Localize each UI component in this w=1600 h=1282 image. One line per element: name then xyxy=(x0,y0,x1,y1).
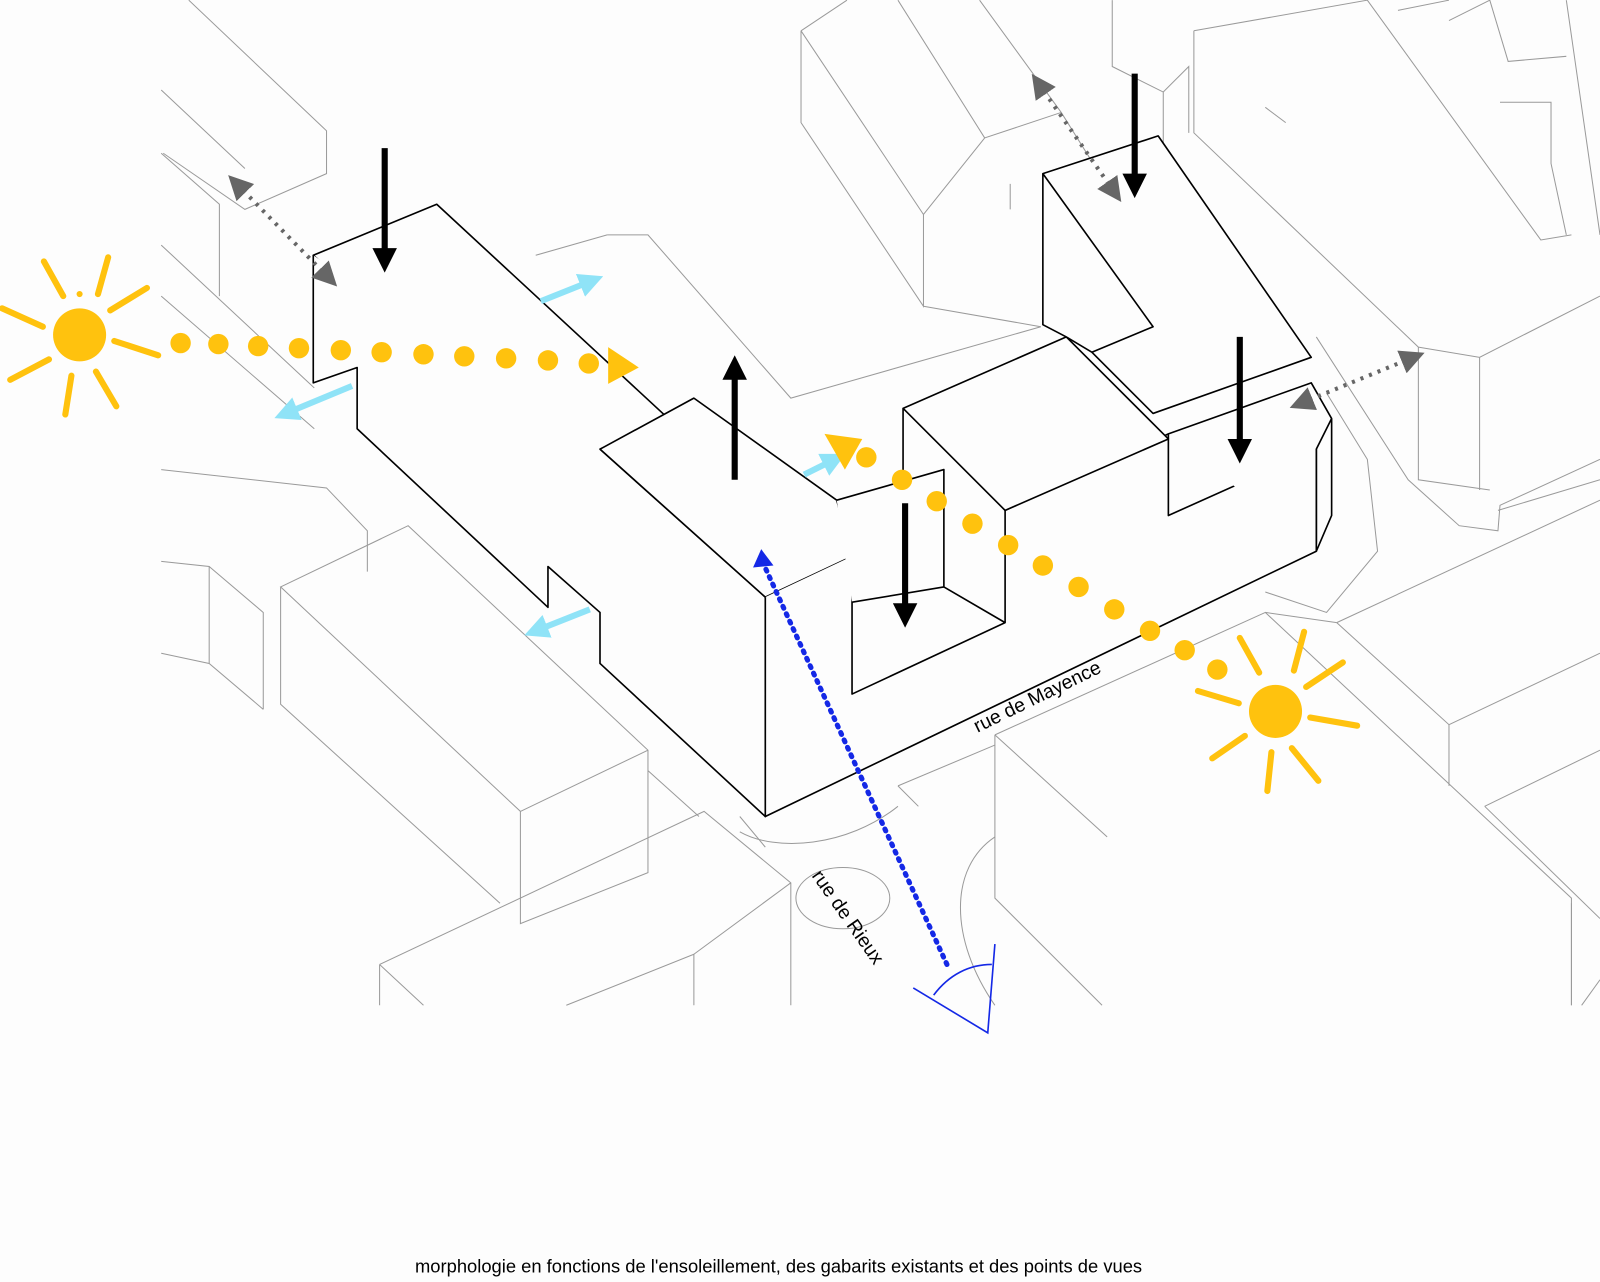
view-arrow-north xyxy=(1031,73,1122,203)
sun-path-west xyxy=(170,332,639,384)
proposed-building xyxy=(312,135,1333,818)
street-label-rieux: rue de Rieux xyxy=(807,866,888,969)
opening-arrows xyxy=(274,273,846,638)
eye-icon xyxy=(912,943,996,1035)
volume-arrows xyxy=(372,73,1253,628)
sun-icon xyxy=(1194,628,1361,795)
sun-icon xyxy=(0,254,162,418)
view-arrow-east xyxy=(1289,350,1425,410)
context-buildings xyxy=(160,0,1600,1006)
sun-path-south xyxy=(824,433,1228,680)
context-view-arrows xyxy=(228,73,1425,410)
caption: morphologie en fonctions de l'ensoleille… xyxy=(415,1256,1142,1277)
view-arrow-west xyxy=(228,175,338,287)
viewpoint xyxy=(753,549,996,1035)
